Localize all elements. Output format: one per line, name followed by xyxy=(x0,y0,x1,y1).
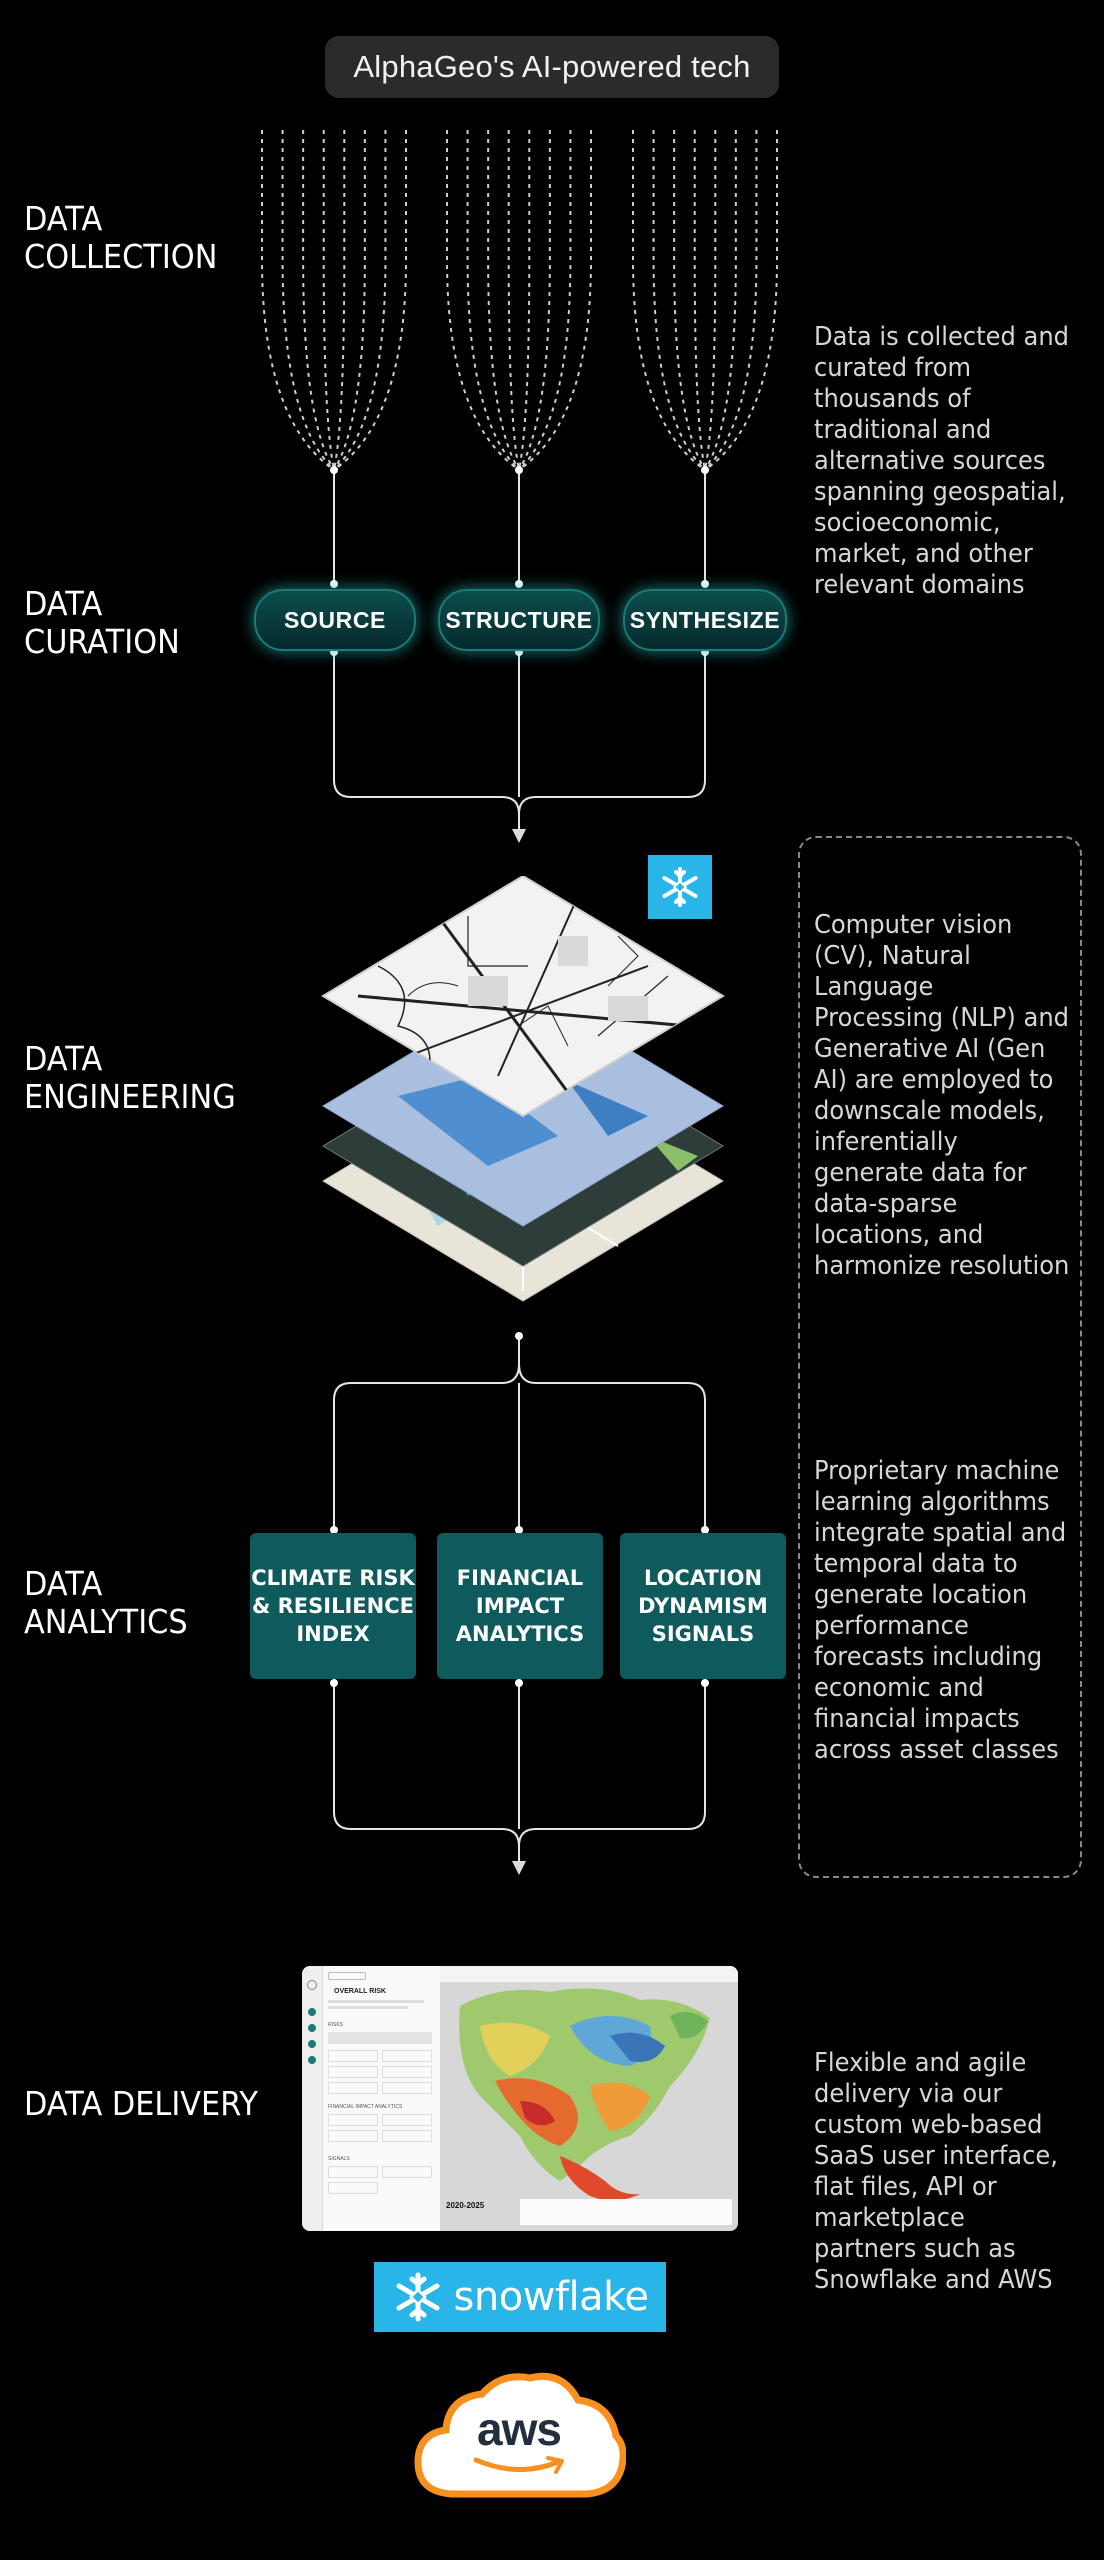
description-delivery: Flexible and agile delivery via our cust… xyxy=(814,2048,1058,2295)
pill-structure: STRUCTURE xyxy=(438,589,600,651)
fan-line xyxy=(333,130,346,471)
fan-line xyxy=(518,130,531,471)
description-engineering: Computer vision (CV), Natural Language P… xyxy=(814,910,1070,1281)
page-title: AlphaGeo's AI-powered tech xyxy=(325,36,779,98)
app-period: 2020-2025 xyxy=(446,2201,485,2210)
app-rail xyxy=(302,1966,323,2231)
description-analytics: Proprietary machine learning algorithms … xyxy=(814,1456,1067,1765)
box-location-dynamism: LOCATION DYNAMISM SIGNALS xyxy=(620,1533,786,1679)
fan-line xyxy=(466,130,520,471)
aws-wordmark: aws xyxy=(477,2403,562,2455)
snowflake-logo: snowflake xyxy=(374,2262,666,2332)
pill-source: SOURCE xyxy=(254,589,416,651)
app-section-financial: FINANCIAL IMPACT ANALYTICS xyxy=(328,2104,403,2110)
fan-line xyxy=(673,130,706,471)
box-climate-risk: CLIMATE RISK & RESILIENCE INDEX xyxy=(250,1533,416,1679)
map-layer-roads xyxy=(321,876,725,1118)
fan-line xyxy=(704,130,737,471)
fan-line xyxy=(487,130,520,471)
stage-label-collection: DATA COLLECTION xyxy=(24,199,218,276)
fan-line xyxy=(693,130,706,471)
collection-fan-lines xyxy=(261,130,778,471)
fan-line xyxy=(704,130,717,471)
snowflake-icon xyxy=(648,855,712,919)
fan-line xyxy=(632,130,706,471)
fan-line xyxy=(507,130,520,471)
fan-line xyxy=(302,130,335,471)
app-sidebar: OVERALL RISK RISKS FINANCIAL IMPACT ANAL… xyxy=(324,1966,440,2231)
app-section-signals: SIGNALS xyxy=(328,2156,350,2162)
description-panel xyxy=(798,836,1082,1878)
aws-logo: aws xyxy=(412,2370,626,2500)
fan-line xyxy=(518,130,551,471)
stage-label-curation: DATA CURATION xyxy=(24,584,180,661)
stage-label-analytics: DATA ANALYTICS xyxy=(24,1564,188,1641)
fan-line xyxy=(261,130,335,471)
snowflake-wordmark: snowflake xyxy=(453,2274,649,2320)
fan-line xyxy=(518,130,592,471)
box-financial-impact: FINANCIAL IMPACT ANALYTICS xyxy=(437,1533,603,1679)
fan-line xyxy=(333,130,387,471)
description-collection: Data is collected and curated from thous… xyxy=(814,322,1070,600)
fan-line xyxy=(333,130,366,471)
fan-line xyxy=(704,130,758,471)
snowflake-logo-mark xyxy=(396,2272,440,2322)
aws-smile-icon xyxy=(473,2456,564,2474)
fan-line xyxy=(704,130,778,471)
app-section-risks: RISKS xyxy=(328,2022,344,2028)
fan-line xyxy=(652,130,706,471)
fan-line xyxy=(322,130,335,471)
app-screenshot: OVERALL RISK RISKS FINANCIAL IMPACT ANAL… xyxy=(302,1966,738,2231)
app-panel-title: OVERALL RISK xyxy=(334,1988,386,1995)
app-map xyxy=(440,1966,738,2231)
pill-synthesize: SYNTHESIZE xyxy=(623,589,787,651)
map-layer-stack xyxy=(321,876,725,1302)
fan-line xyxy=(333,130,407,471)
fan-line xyxy=(281,130,335,471)
stage-label-delivery: DATA DELIVERY xyxy=(24,2084,258,2123)
stage-label-engineering: DATA ENGINEERING xyxy=(24,1039,236,1116)
fan-line xyxy=(518,130,572,471)
fan-line xyxy=(446,130,520,471)
